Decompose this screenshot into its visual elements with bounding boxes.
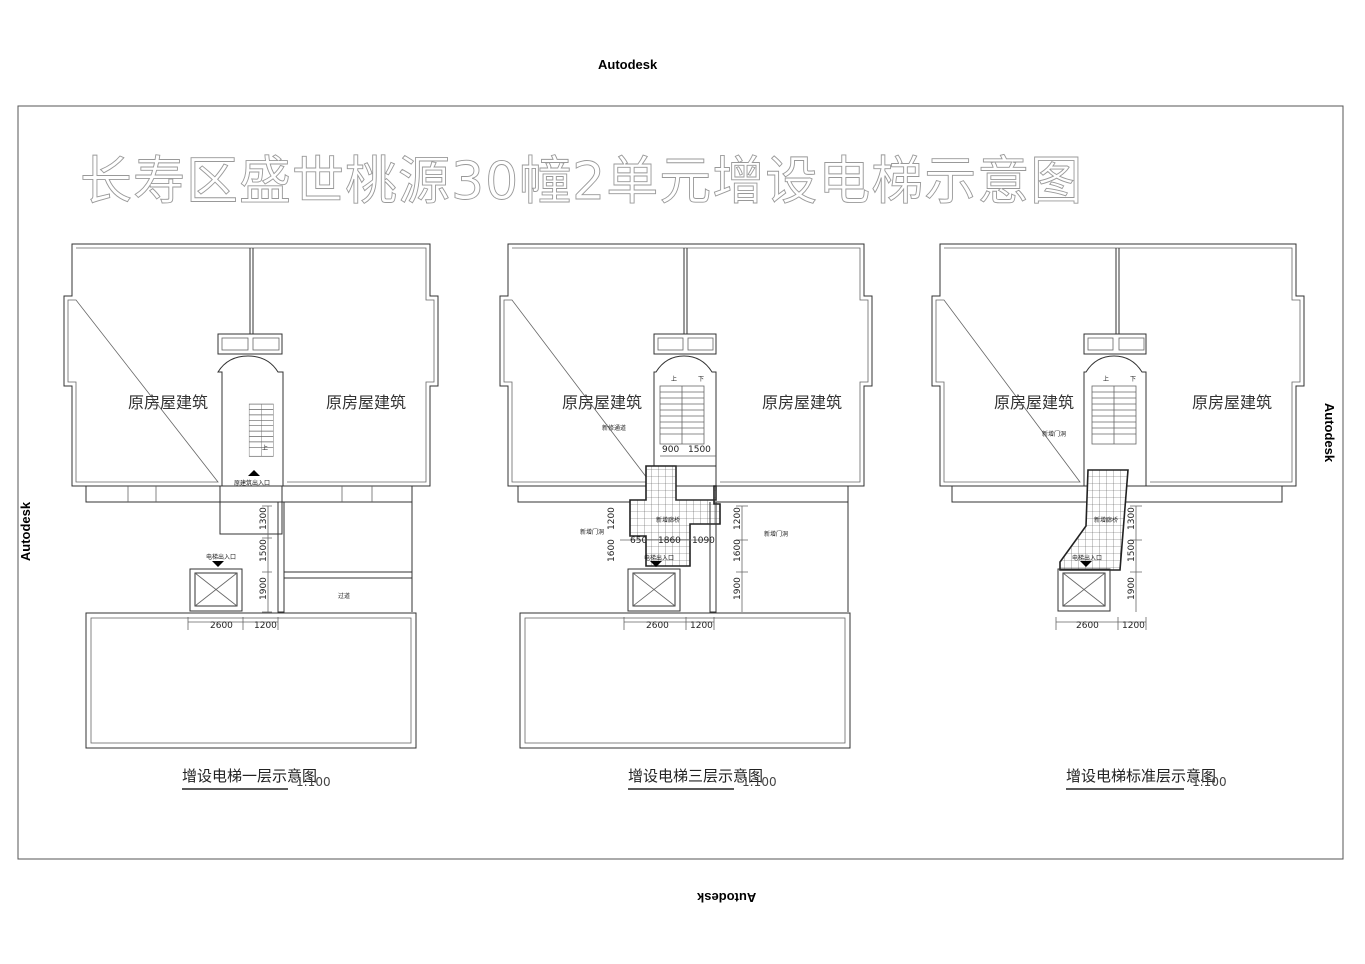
- plan1-dim-1300: 1300: [259, 507, 269, 530]
- plan2-dim-1900: 1900: [733, 577, 743, 600]
- watermark-top: Autodesk: [598, 57, 658, 72]
- plan1-caption: 增设电梯一层示意图: [182, 767, 317, 785]
- plan2-dim-1090: 1090: [692, 536, 715, 546]
- plan2-note-down: 下: [698, 376, 704, 383]
- plan2-dim-650: 650: [630, 536, 647, 546]
- plan-third-floor: 原房屋建筑 原房屋建筑 新修通道 新增门洞 新增门洞 新增廊桥 电梯出入口 上 …: [499, 243, 873, 790]
- plan-standard-floor: 原房屋建筑 原房屋建筑 新增门洞 新增廊桥 电梯出入口 上 下 1300 150…: [931, 243, 1305, 790]
- plan3-dim-1300: 1300: [1127, 507, 1137, 530]
- plan1-note-elevator-entrance: 电梯出入口: [206, 553, 236, 561]
- plan3-note-elevator-entrance: 电梯出入口: [1072, 554, 1102, 562]
- plan3-note-down: 下: [1130, 376, 1136, 383]
- plan2-note-corridor: 新增廊桥: [656, 516, 680, 524]
- plan3-room-right: 原房屋建筑: [1192, 393, 1272, 412]
- plan3-room-left: 原房屋建筑: [994, 393, 1074, 412]
- plan1-note-entrance: 原建筑出入口: [234, 479, 270, 487]
- plan1-note-up: 上: [262, 444, 268, 452]
- plan1-dim-1900: 1900: [259, 577, 269, 600]
- plan2-room-left: 原房屋建筑: [562, 393, 642, 412]
- plan2-dim-1600a: 1600: [607, 539, 617, 562]
- plan2-dim-1200b: 1200: [733, 507, 743, 530]
- plan2-note-elevator-entrance: 电梯出入口: [644, 554, 674, 562]
- plan3-dim-1500: 1500: [1127, 539, 1137, 562]
- plan1-dim-1200: 1200: [254, 621, 277, 631]
- plan1-dim-2600: 2600: [210, 621, 233, 631]
- plan2-note-stair-access: 新修通道: [602, 424, 626, 432]
- plan3-dim-2600: 2600: [1076, 621, 1099, 631]
- plan2-dim-2600: 2600: [646, 621, 669, 631]
- plan2-dim-1860: 1860: [658, 536, 681, 546]
- plan2-dim-1500: 1500: [688, 445, 711, 455]
- plan1-scale: 1:100: [296, 775, 331, 789]
- plan1-note-passage: 过道: [338, 592, 350, 600]
- plan2-dim-1200a: 1200: [607, 507, 617, 530]
- plan-first-floor: 原房屋建筑 原房屋建筑 原建筑出入口 电梯出入口 过道 上 2600 1200 …: [63, 243, 439, 790]
- plan3-dim-1900: 1900: [1127, 577, 1137, 600]
- sheet-border: [17, 105, 1344, 860]
- plan2-caption: 增设电梯三层示意图: [628, 767, 763, 785]
- plan1-room-right: 原房屋建筑: [326, 393, 406, 412]
- drawing-title: 长寿区盛世桃源30幢2单元增设电梯示意图: [80, 152, 1083, 212]
- plan3-dim-1200: 1200: [1122, 621, 1145, 631]
- plan3-scale: 1:100: [1192, 775, 1227, 789]
- plan2-note-door-left: 新增门洞: [580, 528, 604, 536]
- plan3-note-up: 上: [1103, 375, 1109, 383]
- plan1-dim-1500: 1500: [259, 539, 269, 562]
- plan3-caption: 增设电梯标准层示意图: [1066, 767, 1216, 785]
- plan1-room-left: 原房屋建筑: [128, 393, 208, 412]
- plan2-note-up: 上: [671, 375, 677, 383]
- plan2-note-door-right: 新增门洞: [764, 530, 788, 538]
- plan2-dim-1600b: 1600: [733, 539, 743, 562]
- plan2-scale: 1:100: [742, 775, 777, 789]
- plan2-dim-900: 900: [662, 445, 679, 455]
- plan2-dim-1200c: 1200: [690, 621, 713, 631]
- plan3-note-door: 新增门洞: [1042, 430, 1066, 438]
- plan2-room-right: 原房屋建筑: [762, 393, 842, 412]
- plan3-note-corridor: 新增廊桥: [1094, 516, 1118, 524]
